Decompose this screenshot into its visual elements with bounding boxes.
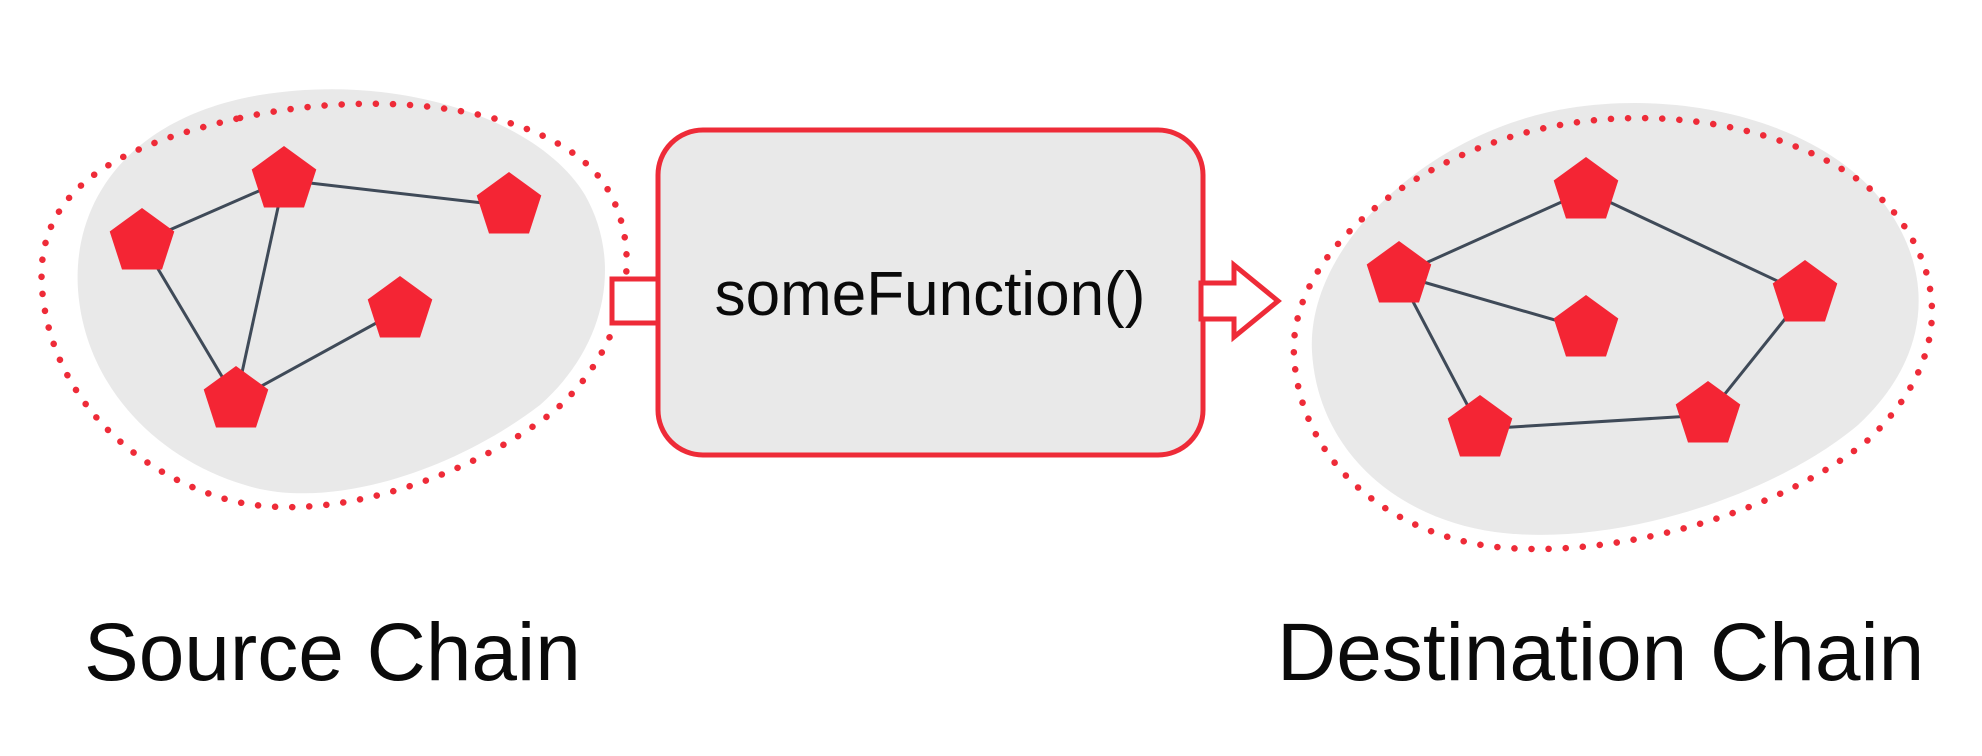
function-box-group: someFunction(): [609, 127, 1282, 458]
source-chain-label: Source Chain: [84, 607, 581, 698]
graph-edge: [283, 178, 510, 208]
function-label: someFunction(): [715, 260, 1146, 329]
output-arrow-icon: [1198, 259, 1282, 343]
graph-edge: [235, 308, 401, 402]
destination-graph: [1366, 157, 1838, 457]
destination-chain-label: Destination Chain: [1277, 607, 1924, 698]
chain-node-pentagon-icon: [1772, 260, 1838, 322]
chain-node-pentagon-icon: [476, 172, 542, 234]
source-blob: [77, 89, 605, 494]
graph-edge: [234, 179, 286, 401]
chain-node-pentagon-icon: [1553, 295, 1619, 357]
graph-edge: [1585, 189, 1806, 296]
input-connector-square: [609, 276, 661, 326]
destination-chain-group: [1290, 103, 1936, 553]
source-dotted-outline: [38, 100, 630, 511]
graph-edge: [1398, 189, 1587, 277]
chain-node-pentagon-icon: [251, 146, 317, 208]
chain-node-pentagon-icon: [1553, 157, 1619, 219]
chain-node-pentagon-icon: [1447, 395, 1513, 457]
chain-node-pentagon-icon: [1366, 241, 1432, 303]
chain-node-pentagon-icon: [1675, 381, 1741, 443]
source-chain-group: [38, 89, 630, 511]
chain-node-pentagon-icon: [203, 366, 269, 428]
chain-node-pentagon-icon: [109, 208, 175, 270]
source-graph: [109, 146, 542, 428]
destination-dotted-outline: [1290, 114, 1936, 553]
graph-edge: [1479, 413, 1709, 431]
chain-node-pentagon-icon: [367, 276, 433, 338]
